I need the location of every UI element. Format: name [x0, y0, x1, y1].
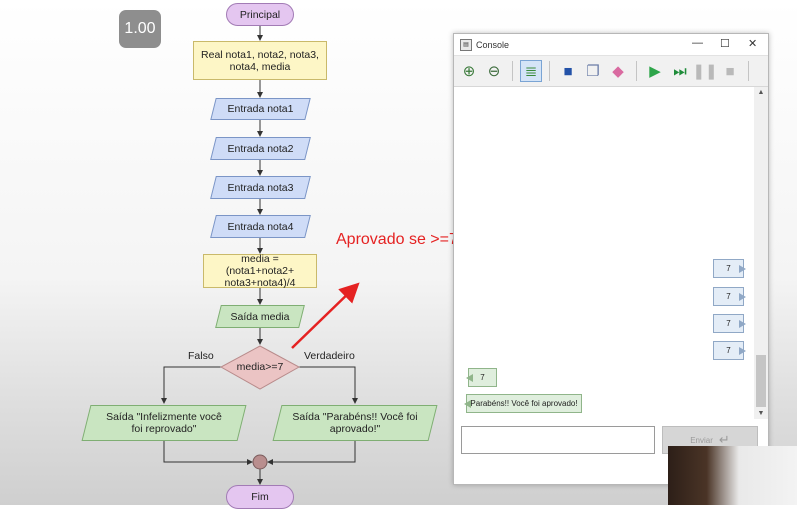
send-button-label: Enviar: [690, 435, 713, 445]
clear-icon[interactable]: ◆: [612, 63, 624, 80]
true-branch-label: Verdadeiro: [304, 350, 355, 362]
false-branch-label: Falso: [188, 350, 214, 362]
merge-node: [252, 454, 268, 470]
output-aprovado-block: Saída "Parabéns!! Você foi aprovado!": [272, 405, 438, 441]
console-scrollbar[interactable]: ▲ ▼: [754, 87, 768, 419]
input-block-label: Entrada nota1: [227, 103, 294, 115]
input-block-nota4: Entrada nota4: [210, 215, 311, 238]
pause-icon[interactable]: ❚❚: [692, 63, 718, 80]
zoom-out-icon[interactable]: ⊖: [487, 63, 501, 80]
playback-speed-badge: 1.00: [119, 10, 161, 48]
minimize-icon[interactable]: —: [692, 37, 703, 49]
scroll-up-icon[interactable]: ▲: [757, 89, 765, 96]
run-icon[interactable]: ▶: [649, 63, 661, 80]
toolbar-separator: [549, 61, 550, 81]
input-echo-bubble: 7: [713, 287, 746, 306]
assign-block: media = (nota1+nota2+ nota3+nota4)/4: [203, 253, 317, 289]
console-title: Console: [476, 39, 510, 50]
input-block-nota2: Entrada nota2: [210, 137, 311, 160]
decision-diamond: [219, 345, 301, 390]
output-reprovado-label: Saída "Infelizmente você foi reprovado": [106, 411, 222, 435]
input-block-label: Entrada nota3: [227, 181, 294, 194]
zoom-in-icon[interactable]: ⊕: [462, 63, 476, 80]
close-icon[interactable]: ✕: [748, 38, 758, 50]
toolbar-separator: [748, 61, 749, 81]
console-app-icon: ▤: [460, 38, 472, 51]
annotation-arrow: [291, 282, 360, 349]
console-output: 7 7 7 7 7 Parabéns!! Você foi aprovado!: [456, 87, 752, 419]
enter-icon: ↵: [718, 432, 730, 447]
output-value-bubble: 7: [466, 368, 497, 387]
declare-block: Real nota1, nota2, nota3, nota4, media: [193, 41, 327, 80]
input-block-label: Entrada nota2: [227, 142, 294, 155]
save-icon[interactable]: ■: [563, 62, 573, 80]
scroll-lock-icon[interactable]: ≣: [520, 60, 542, 82]
toolbar-separator: [636, 61, 637, 81]
start-terminal: Principal: [226, 3, 294, 26]
input-echo-bubble: 7: [713, 314, 746, 333]
output-aprovado-label: Saída "Parabéns!! Você foi aprovado!": [292, 411, 418, 435]
webcam-overlay: [668, 446, 797, 505]
decision-label: media>=7: [236, 361, 284, 373]
stop-icon[interactable]: ■: [725, 62, 735, 80]
console-input-field[interactable]: [461, 426, 655, 454]
toolbar-separator: [512, 61, 513, 81]
copy-icon[interactable]: ❐: [586, 63, 600, 80]
output-message-bubble: Parabéns!! Você foi aprovado!: [464, 394, 582, 413]
scroll-down-icon[interactable]: ▼: [757, 410, 765, 417]
input-block-nota3: Entrada nota3: [210, 176, 311, 199]
console-titlebar: ▤ Console — ☐ ✕: [454, 34, 768, 55]
console-window: ▤ Console — ☐ ✕ ⊕ ⊖ ≣ ■ ❐ ◆ ▶ ⏭ ❚❚ ■ 7 7…: [453, 33, 769, 485]
console-toolbar: ⊕ ⊖ ≣ ■ ❐ ◆ ▶ ⏭ ❚❚ ■: [454, 55, 768, 87]
output-media-label: Saída media: [230, 310, 290, 323]
maximize-icon[interactable]: ☐: [720, 38, 730, 50]
step-icon[interactable]: ⏭: [673, 62, 687, 80]
output-media-block: Saída media: [215, 305, 305, 328]
end-terminal: Fim: [226, 485, 294, 509]
input-echo-bubble: 7: [713, 259, 746, 278]
input-echo-bubble: 7: [713, 341, 746, 360]
scrollbar-thumb[interactable]: [756, 355, 766, 407]
output-reprovado-block: Saída "Infelizmente você foi reprovado": [81, 405, 247, 441]
input-block-nota1: Entrada nota1: [210, 98, 311, 120]
input-block-label: Entrada nota4: [227, 220, 294, 233]
